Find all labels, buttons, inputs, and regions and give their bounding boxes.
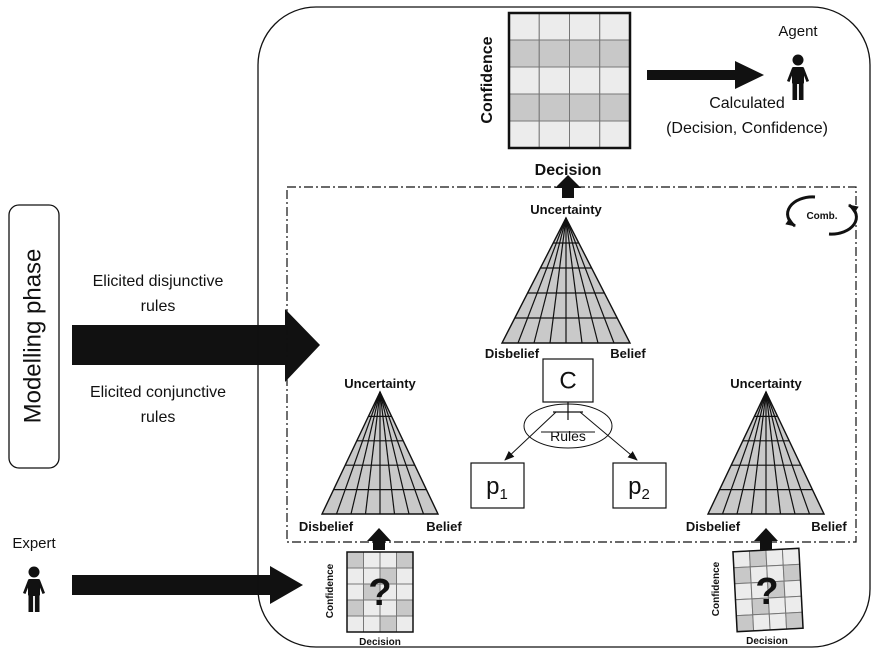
expert-input-arrow	[72, 566, 303, 604]
combined-uncertainty-label: Uncertainty	[530, 202, 602, 217]
right-matrix-decision-label: Decision	[746, 636, 788, 647]
decision-confidence-pair-label: (Decision, Confidence)	[666, 120, 828, 137]
right-belief-label: Belief	[811, 519, 847, 534]
right-disbelief-label: Disbelief	[686, 519, 741, 534]
rule-tree: C Rules p1 p2	[470, 358, 667, 509]
right-unknown-matrix	[732, 547, 804, 633]
right-opinion-triangle	[706, 390, 826, 515]
output-decision-confidence-matrix	[507, 11, 632, 150]
left-opinion-triangle	[320, 390, 440, 515]
right-matrix-to-triangle-arrow	[754, 528, 778, 550]
right-uncertainty-label: Uncertainty	[730, 376, 802, 391]
system-boundary	[257, 6, 871, 648]
combined-opinion-triangle	[500, 216, 632, 344]
right-matrix-confidence-label: Confidence	[711, 561, 722, 616]
left-unknown-mark: ?	[368, 572, 391, 614]
output-confidence-axis-label: Confidence	[479, 36, 496, 123]
node-c-label: C	[559, 367, 576, 394]
combined-disbelief-label: Disbelief	[485, 346, 540, 361]
combined-belief-label: Belief	[610, 346, 646, 361]
left-uncertainty-label: Uncertainty	[344, 376, 416, 391]
left-matrix-decision-label: Decision	[359, 637, 401, 648]
expert-label: Expert	[12, 535, 56, 552]
right-unknown-mark: ?	[755, 571, 778, 613]
combination-to-output-arrow	[555, 175, 581, 198]
node-p1	[470, 462, 525, 509]
rules-input-arrow	[72, 309, 320, 382]
output-to-agent-arrow	[647, 61, 764, 89]
output-decision-axis-label: Decision	[535, 162, 602, 179]
modelling-phase-box: Modelling phase	[8, 204, 60, 469]
left-disbelief-label: Disbelief	[299, 519, 354, 534]
left-unknown-matrix	[346, 551, 414, 633]
left-matrix-confidence-label: Confidence	[325, 563, 336, 618]
rules-label: Rules	[550, 428, 586, 444]
node-p2-label: p2	[628, 473, 650, 503]
calculated-label: Calculated	[709, 95, 785, 112]
combination-cycle-icon: Comb.	[785, 195, 859, 236]
expert-person-icon	[23, 566, 45, 612]
node-c	[542, 358, 594, 403]
disjunctive-rules-label-2: rules	[141, 298, 176, 315]
disjunctive-rules-label-1: Elicited disjunctive	[93, 273, 224, 290]
left-belief-label: Belief	[426, 519, 462, 534]
left-matrix-to-triangle-arrow	[367, 528, 391, 550]
agent-label: Agent	[778, 23, 818, 40]
node-p1-label: p1	[486, 473, 508, 503]
conjunctive-rules-label-1: Elicited conjunctive	[90, 384, 226, 401]
conjunctive-rules-label-2: rules	[141, 409, 176, 426]
combination-label: Comb.	[806, 211, 837, 222]
modelling-phase-label: Modelling phase	[19, 249, 46, 424]
node-p2	[612, 462, 667, 509]
agent-person-icon	[787, 54, 809, 100]
